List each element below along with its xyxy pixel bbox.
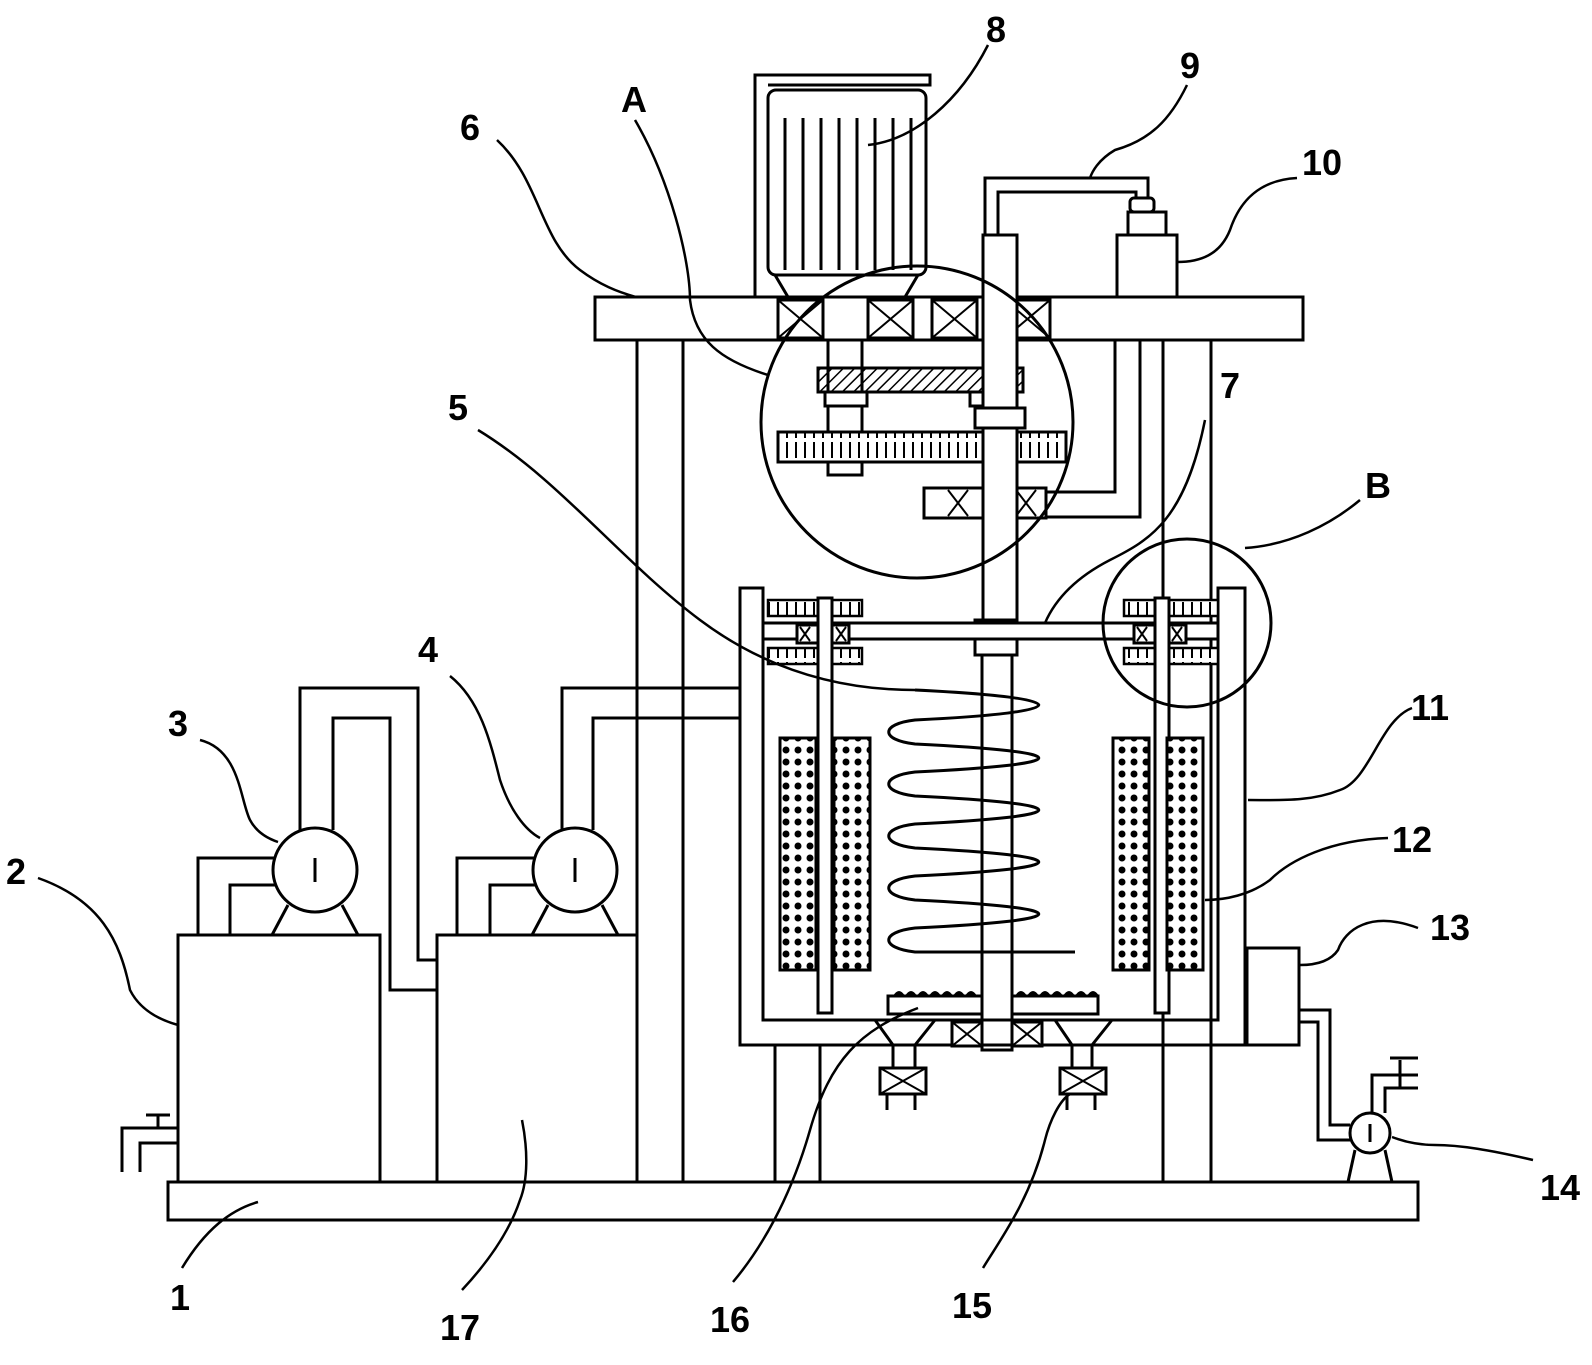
filter-elements [778, 736, 1205, 972]
callout-15: 15 [952, 1285, 992, 1326]
storage-tank-middle [435, 933, 639, 1184]
callout-14: 14 [1540, 1167, 1580, 1208]
callout-10: 10 [1302, 142, 1342, 183]
motor [753, 73, 932, 298]
callout-7: 7 [1220, 365, 1240, 406]
discharge-valve [878, 1045, 1108, 1110]
base-plate [166, 1180, 1420, 1222]
reaction-tank [738, 586, 1247, 1047]
feed-pump-middle [455, 686, 740, 936]
feed-pump-left [196, 686, 437, 992]
callout-2: 2 [6, 851, 26, 892]
callout-5: 5 [448, 387, 468, 428]
storage-tank-left [120, 933, 382, 1184]
bottom-scraper [873, 991, 1114, 1048]
callout-8: 8 [986, 9, 1006, 50]
outlet-pump [1346, 1056, 1418, 1183]
callout-11: 11 [1411, 687, 1449, 728]
top-plate [593, 295, 1305, 342]
side-box [1245, 946, 1350, 1142]
bearing [776, 298, 1052, 340]
detail-circle-b [1101, 537, 1273, 709]
gear-train [776, 338, 1142, 520]
callout-3: 3 [168, 703, 188, 744]
sensor-unit [983, 176, 1179, 299]
callout-4: 4 [418, 629, 438, 670]
callout-1: 1 [170, 1277, 190, 1318]
callout-a: A [621, 79, 647, 120]
callout-12: 12 [1392, 819, 1432, 860]
callout-16: 16 [710, 1299, 750, 1340]
callout-6: 6 [460, 107, 480, 148]
main-shaft [973, 233, 1027, 1052]
detail-circle-a [759, 264, 1075, 580]
callout-9: 9 [1180, 45, 1200, 86]
leader-lines [37, 44, 1534, 1291]
callout-b: B [1365, 465, 1391, 506]
callout-17: 17 [440, 1307, 480, 1348]
callout-labels: 1 2 3 4 5 6 7 8 9 10 11 12 13 14 15 16 1… [6, 9, 1580, 1348]
spiral-stirrer [887, 688, 1075, 954]
callout-13: 13 [1430, 907, 1470, 948]
